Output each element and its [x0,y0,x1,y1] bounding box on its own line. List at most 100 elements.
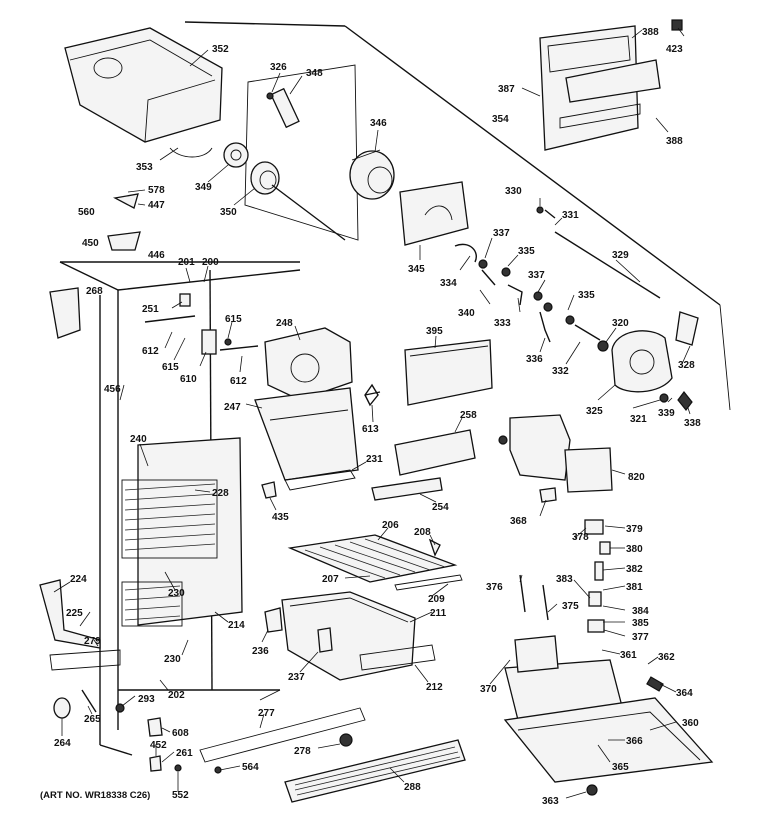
label-336: 336 [526,354,543,365]
label-363: 363 [542,796,559,807]
label-612: 612 [230,376,247,387]
label-395: 395 [426,326,443,337]
label-278: 278 [294,746,311,757]
label-254: 254 [432,502,449,513]
label-247: 247 [224,402,241,413]
label-608: 608 [172,728,189,739]
label-364: 364 [676,688,693,699]
label-348: 348 [306,68,323,79]
label-231: 231 [366,454,383,465]
label-202: 202 [168,690,185,701]
base-plate-360 [503,635,714,796]
label-388: 388 [642,27,659,38]
label-331: 331 [562,210,579,221]
label-340: 340 [458,308,475,319]
label-354: 354 [492,114,509,125]
label-377: 377 [632,632,649,643]
label-366: 366 [626,736,643,747]
label-615: 615 [225,314,242,325]
label-225: 225 [66,608,83,619]
pan-211 [281,591,436,681]
label-264: 264 [54,738,71,749]
label-209: 209 [428,594,445,605]
label-381: 381 [626,582,643,593]
label-361: 361 [620,650,637,661]
dispenser-door-387 [539,19,683,151]
label-613: 613 [362,424,379,435]
label-349: 349 [195,182,212,193]
label-385: 385 [632,618,649,629]
label-379: 379 [626,524,643,535]
linkage-parts [454,206,661,343]
label-268: 268 [86,286,103,297]
grille-288 [199,707,466,803]
label-452: 452 [150,740,167,751]
label-211: 211 [430,608,447,619]
label-261: 261 [176,748,193,759]
label-338: 338 [684,418,701,429]
label-230: 230 [164,654,181,665]
label-560: 560 [78,207,95,218]
label-552: 552 [172,790,189,801]
label-382: 382 [626,564,643,575]
label-339: 339 [658,408,675,419]
lower-left-parts [39,579,125,719]
label-360: 360 [682,718,699,729]
label-208: 208 [414,527,431,538]
label-330: 330 [505,186,522,197]
label-388: 388 [666,136,683,147]
art-number-note: (ART NO. WR18338 C26) [40,790,150,801]
label-333: 333 [494,318,511,329]
label-370: 370 [480,684,497,695]
label-328: 328 [678,360,695,371]
auger-drive-348 [244,64,359,241]
label-362: 362 [658,652,675,663]
label-325: 325 [586,406,603,417]
label-337: 337 [493,228,510,239]
label-612: 612 [142,346,159,357]
label-201: 201 [178,257,195,268]
label-337: 337 [528,270,545,281]
label-564: 564 [242,762,259,773]
label-350: 350 [220,207,237,218]
leader-lines [53,27,691,799]
label-236: 236 [252,646,269,657]
label-380: 380 [626,544,643,555]
label-610: 610 [180,374,197,385]
label-224: 224 [70,574,87,585]
label-320: 320 [612,318,629,329]
label-237: 237 [288,672,305,683]
ice-bucket-352 [64,27,223,158]
label-228: 228 [212,488,229,499]
label-334: 334 [440,278,457,289]
label-353: 353 [136,162,153,173]
label-346: 346 [370,118,387,129]
label-456: 456 [104,384,121,395]
label-288: 288 [404,782,421,793]
label-368: 368 [510,516,527,527]
label-335: 335 [578,290,595,301]
label-277: 277 [258,708,275,719]
label-248: 248 [276,318,293,329]
small-parts [49,193,557,774]
label-207: 207 [322,574,339,585]
label-279: 279 [84,636,101,647]
label-378: 378 [572,532,589,543]
label-423: 423 [666,44,683,55]
label-265: 265 [84,714,101,725]
motor-325 [597,311,699,411]
label-240: 240 [130,434,147,445]
label-230: 230 [168,588,185,599]
label-293: 293 [138,694,155,705]
fan-blade-613 [364,383,381,407]
label-251: 251 [142,304,159,315]
part-labels: 352 326 348 388 423 387 388 354 346 353 … [54,27,701,807]
label-447: 447 [148,200,165,211]
label-383: 383 [556,574,573,585]
cover-258 [371,429,476,501]
housing-248-247 [254,327,359,491]
housing-345 [399,181,469,246]
label-578: 578 [148,185,165,196]
